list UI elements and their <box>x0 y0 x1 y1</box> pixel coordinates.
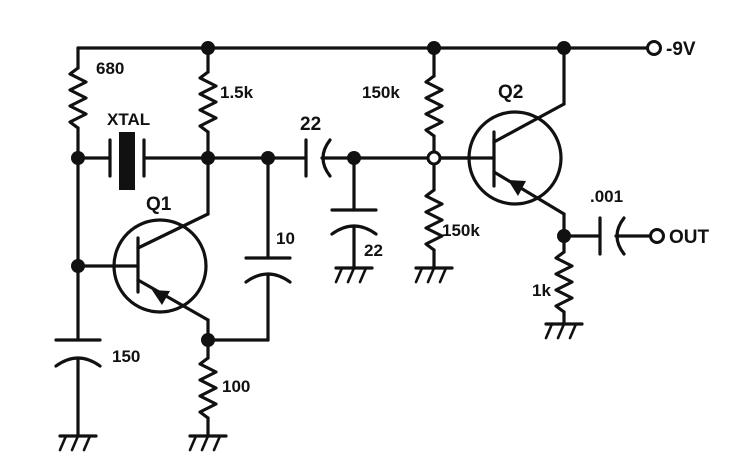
ground-symbol-c22 <box>334 266 374 284</box>
crystal-label: XTAL <box>107 110 150 129</box>
q2-emitter <box>492 170 566 216</box>
resistor-150k-bottom <box>424 188 444 252</box>
supply-label: -9V <box>666 39 696 60</box>
junction-dot <box>261 151 275 165</box>
resistor-680 <box>68 66 88 130</box>
r680-label: 680 <box>96 59 124 78</box>
output-label: OUT <box>669 227 710 248</box>
r150k-top-label: 150k <box>362 83 400 102</box>
junction-dot <box>347 151 361 165</box>
crystal-body <box>119 132 135 190</box>
supply-terminal[interactable] <box>646 40 662 56</box>
junction-dot <box>71 151 85 165</box>
output-terminal[interactable] <box>649 228 665 244</box>
junction-dot <box>201 333 215 347</box>
junction-dot <box>427 41 441 55</box>
junction-dot <box>71 259 85 273</box>
r1-5k-label: 1.5k <box>220 83 254 102</box>
c001-label: .001 <box>590 187 623 206</box>
c10-label: 10 <box>276 229 295 248</box>
resistor-150k-top <box>424 74 444 138</box>
junction-dot <box>201 41 215 55</box>
junction-node-open <box>426 150 442 166</box>
junction-dot <box>201 151 215 165</box>
r100-label: 100 <box>222 377 250 396</box>
c22-coupling-label: 22 <box>300 114 321 135</box>
q2-emitter-arrow <box>508 180 526 196</box>
ground-symbol-1k <box>544 322 584 340</box>
q1-collector <box>136 212 210 250</box>
ground-symbol-100 <box>188 434 228 452</box>
resistor-100 <box>198 356 218 420</box>
ground-symbol-150 <box>58 434 98 452</box>
ground-symbol-150k <box>414 266 454 284</box>
resistor-1k <box>554 250 574 314</box>
q2-label: Q2 <box>498 82 523 103</box>
r150k-bottom-label: 150k <box>442 221 480 240</box>
junction-dot <box>557 229 571 243</box>
c22-shunt-label: 22 <box>364 241 383 260</box>
r1k-label: 1k <box>532 281 551 300</box>
q1-label: Q1 <box>146 194 172 215</box>
resistor-1-5k <box>198 70 218 134</box>
c150-label: 150 <box>112 347 140 366</box>
q1-emitter-arrow <box>152 290 170 305</box>
junction-dot <box>557 41 571 55</box>
q1-emitter <box>136 278 210 322</box>
q2-collector <box>492 102 566 144</box>
